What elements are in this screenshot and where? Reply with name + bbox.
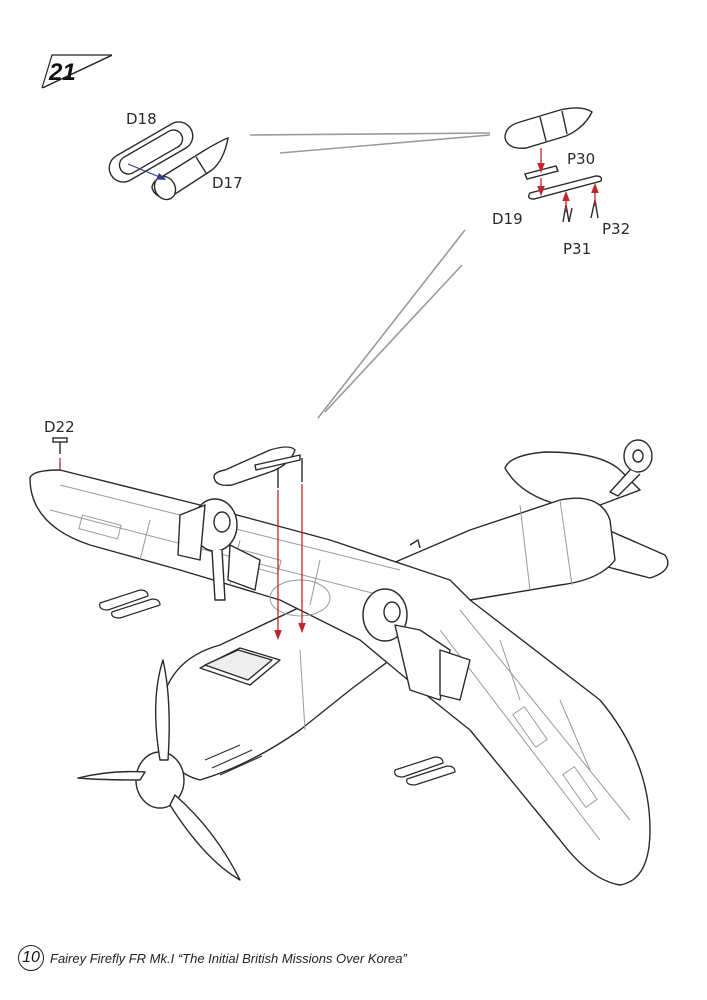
guide-lines (249, 132, 491, 419)
inset-arrows (537, 148, 599, 212)
main-wing (29, 469, 651, 886)
tail-wheel (609, 439, 653, 497)
tank-arrows (274, 484, 306, 641)
rockets-left (99, 589, 161, 619)
underwing-tank (213, 446, 303, 488)
label-p30: P30 (567, 150, 595, 168)
footer-caption: Fairey Firefly FR Mk.I “The Initial Brit… (50, 950, 407, 966)
label-p31: P31 (563, 240, 591, 258)
step-number-box: 21 (41, 54, 113, 89)
step-number: 21 (48, 59, 76, 86)
rockets-right (394, 756, 456, 786)
label-p32: P32 (602, 220, 630, 238)
part-d19-rack (527, 175, 603, 200)
inset-d18-d17 (108, 121, 229, 201)
label-d18: D18 (126, 110, 157, 128)
label-d19: D19 (492, 210, 523, 228)
label-d17: D17 (212, 174, 243, 192)
part-drop-tank (504, 107, 593, 149)
tailplane (504, 451, 641, 506)
part-p31 (562, 204, 573, 223)
page-footer: 10 Fairey Firefly FR Mk.I “The Initial B… (18, 944, 407, 972)
inset-d19-assembly (504, 107, 603, 223)
part-d22 (52, 437, 68, 454)
label-d22: D22 (44, 418, 75, 436)
exhausts (204, 744, 263, 776)
main-gear-right (362, 588, 471, 701)
aircraft-illustration (29, 439, 669, 886)
page-number: 10 (18, 945, 44, 971)
propeller (77, 659, 241, 881)
main-gear-left (177, 498, 261, 601)
part-d18-frame (108, 121, 194, 183)
